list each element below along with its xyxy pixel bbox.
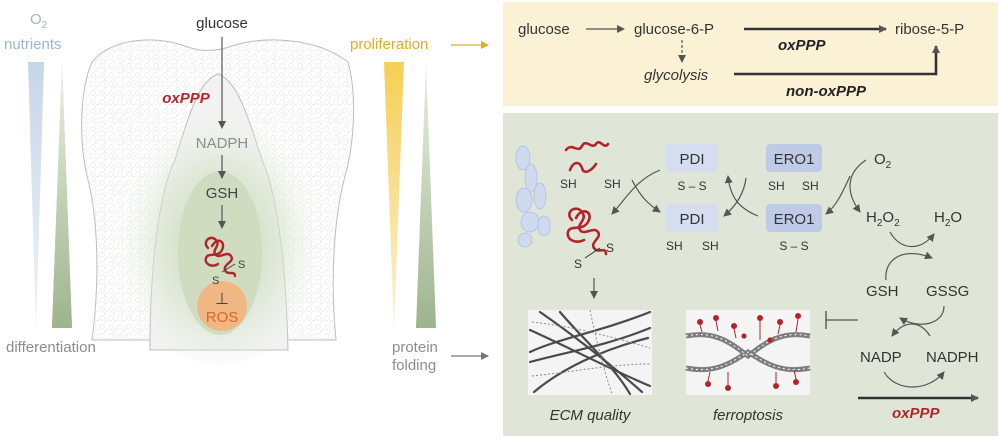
proliferation-label: proliferation (350, 36, 428, 53)
non-oxppp-arrow (734, 45, 940, 76)
oxppp-label-top: oxPPP (778, 37, 827, 54)
inhibit-symbol-left: ⊥ (215, 291, 229, 308)
protein-folding-label-2: folding (392, 357, 436, 374)
s-label-left-1: S (238, 259, 245, 271)
intestinal-crypt: glucose oxPPP NADPH GSH S S ⊥ ROS (81, 15, 355, 365)
nadp-label: NADP (860, 349, 902, 366)
ecm-image (528, 309, 652, 396)
ppp-panel: glucose glucose-6-P oxPPP ribose-5-P gly… (503, 2, 998, 106)
ros-label: ROS (206, 309, 239, 326)
ero1-bottom-ss: S – S (779, 239, 808, 253)
differentiation-label: differentiation (6, 339, 96, 356)
o2-to-h2o2-arrow (849, 159, 867, 213)
pdi-to-ero1-arrow (724, 175, 759, 217)
ppp-panel-background (503, 2, 998, 106)
r5p-label: ribose-5-P (895, 21, 964, 38)
h2o2-to-h2o-arrow (889, 231, 935, 248)
ero1-to-pdi-arrow (723, 177, 747, 217)
proliferation-gradient-triangle (384, 62, 404, 330)
oxppp-label-panel: oxPPP (892, 405, 941, 422)
pdi-oxidized-box (666, 144, 718, 172)
er-membrane-illustration (515, 145, 551, 248)
glucose-label-top: glucose (518, 21, 570, 38)
non-oxppp-label: non-oxPPP (786, 83, 867, 100)
oxppp-label-left: oxPPP (162, 90, 211, 107)
nadp-to-nadph-arrow (883, 371, 945, 388)
s-label-a: S (606, 241, 614, 255)
folded-protein-left (204, 236, 237, 278)
gssg-label: GSSG (926, 283, 969, 300)
folded-protein (566, 207, 608, 256)
middle-gradient-legend: proliferation protein folding (350, 36, 489, 374)
s-label-b: S (574, 257, 582, 271)
ero1-top-label: ERO1 (774, 151, 815, 168)
o2-gradient-triangle (28, 62, 44, 330)
ero1-top-sh1: SH (768, 179, 785, 193)
pdi-bottom-sh1: SH (666, 239, 683, 253)
o2-label: O2 (30, 11, 48, 31)
gsh-label-left: GSH (206, 185, 239, 202)
pdi-top-ss: S – S (677, 179, 706, 193)
pdi-to-protein-arrow (611, 169, 661, 215)
left-gradient-legend: O2 nutrients differentiation (4, 11, 96, 356)
gsh-to-gssg-arrow (885, 251, 933, 281)
glucose-label: glucose (196, 15, 248, 32)
ero1-bottom-label: ERO1 (774, 211, 815, 228)
gsh-label-panel: GSH (866, 283, 899, 300)
g6p-label: glucose-6-P (634, 21, 714, 38)
ferroptosis-label: ferroptosis (713, 407, 784, 424)
unfolded-protein (564, 141, 610, 174)
nadph-label-panel: NADPH (926, 349, 979, 366)
h2o2-label: H2O2 (866, 209, 900, 229)
ros-zone (197, 281, 247, 331)
protein-folding-gradient-triangle (416, 62, 436, 328)
glycolysis-label: glycolysis (644, 67, 709, 84)
pdi-top-label: PDI (679, 151, 704, 168)
ecm-quality-label: ECM quality (550, 407, 632, 424)
gssg-to-gsh-arrow (899, 305, 945, 326)
nutrients-label: nutrients (4, 36, 62, 53)
ferroptosis-image (685, 310, 811, 395)
protein-folding-panel: SH SH S S PDI S – S PDI SH SH ERO1 SH SH… (503, 113, 998, 436)
ero1-top-sh2: SH (802, 179, 819, 193)
h2o-label: H2O (934, 209, 962, 229)
ero1-to-o2-arrow (825, 175, 851, 215)
pdi-bottom-sh2: SH (702, 239, 719, 253)
protein-folding-label-1: protein (392, 339, 438, 356)
sh-label-1: SH (560, 177, 577, 191)
nadph-label-left: NADPH (196, 135, 249, 152)
s-label-left-2: S (212, 275, 219, 287)
o2-label-panel: O2 (874, 151, 892, 171)
ero1-reduced-box (766, 144, 822, 172)
pdi-bottom-label: PDI (679, 211, 704, 228)
nadph-to-nadp-arrow (891, 323, 931, 337)
sh-label-2: SH (604, 177, 621, 191)
protein-to-pdi-arrow (631, 179, 661, 213)
pdi-reduced-box (666, 204, 718, 232)
ero1-oxidized-box (766, 204, 822, 232)
